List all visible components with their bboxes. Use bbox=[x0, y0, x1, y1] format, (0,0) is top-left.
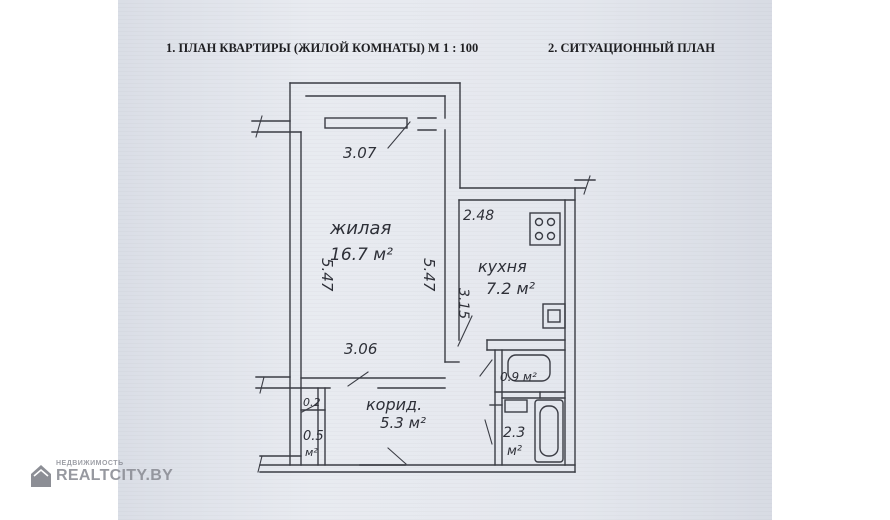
interior-walls bbox=[300, 339, 566, 466]
kitchen-stove bbox=[529, 212, 561, 246]
dim-room-bottom: 3.06 bbox=[344, 340, 377, 358]
dimension-leaders bbox=[301, 121, 493, 465]
wc-area: 0.9 м² bbox=[500, 370, 537, 384]
toilet bbox=[507, 354, 551, 382]
situation-plan-title: 2. СИТУАЦИОННЫЙ ПЛАН bbox=[548, 41, 715, 55]
document-header: 1. ПЛАН КВАРТИРЫ (ЖИЛОЙ КОМНАТЫ) М 1 : 1… bbox=[166, 41, 766, 59]
dim-kitchen-top: 2.48 bbox=[463, 208, 494, 224]
dim-room-left: 5.47 bbox=[318, 258, 336, 292]
closet-unit: м² bbox=[305, 446, 318, 459]
outer-walls bbox=[251, 82, 596, 473]
living-room-area: 16.7 м² bbox=[330, 245, 393, 265]
living-room-label: жилая bbox=[329, 218, 391, 239]
opening-marks bbox=[255, 115, 591, 473]
corridor-area: 5.3 м² bbox=[380, 414, 426, 432]
bathtub bbox=[534, 399, 564, 463]
bathroom-unit: м² bbox=[507, 444, 522, 459]
corridor-label: корид. bbox=[366, 395, 422, 414]
bathroom-value: 2.3 bbox=[503, 425, 525, 441]
kitchen-label: кухня bbox=[478, 257, 527, 276]
washbasin bbox=[504, 399, 528, 413]
dim-kitchen-left: 3.15 bbox=[455, 288, 471, 319]
kitchen-sink bbox=[542, 303, 566, 329]
kitchen-area: 7.2 м² bbox=[486, 279, 536, 298]
closet-top: 0.2 bbox=[303, 396, 321, 409]
watermark-brand-text: REALTCITY.BY bbox=[56, 467, 174, 484]
closet-value: 0.5 bbox=[303, 429, 324, 444]
plan-title: 1. ПЛАН КВАРТИРЫ (ЖИЛОЙ КОМНАТЫ) М 1 : 1… bbox=[166, 41, 479, 55]
dim-room-top: 3.07 bbox=[343, 144, 377, 162]
dim-room-right: 5.47 bbox=[420, 258, 438, 292]
watermark-small-text: НЕДВИЖИМОСТЬ bbox=[56, 460, 124, 467]
house-logo-icon bbox=[31, 465, 51, 487]
